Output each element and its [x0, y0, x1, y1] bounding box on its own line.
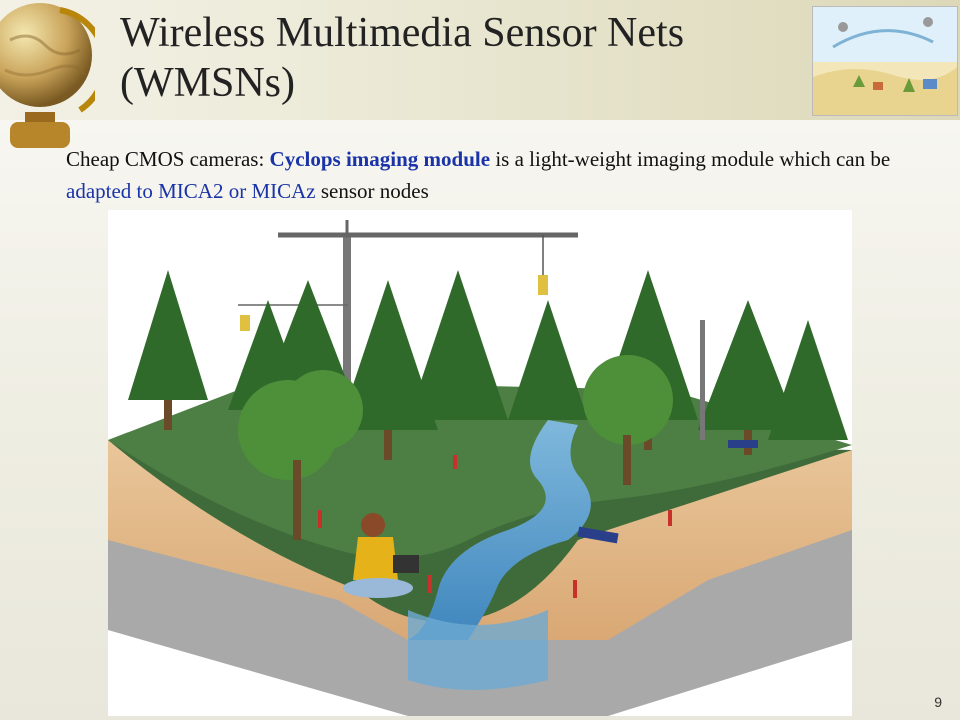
globe-icon [0, 3, 95, 148]
page-number: 9 [934, 694, 942, 710]
body-middle: is a light-weight imaging module which c… [490, 147, 891, 171]
slide-body-text: Cheap CMOS cameras: Cyclops imaging modu… [66, 143, 906, 207]
sensor-network-landscape-illustration [108, 210, 852, 716]
title-line-2: (WMSNs) [120, 60, 295, 106]
title-band [0, 0, 960, 120]
body-prefix: Cheap CMOS cameras: [66, 147, 270, 171]
body-suffix: sensor nodes [315, 179, 429, 203]
title-line-1: Wireless Multimedia Sensor Nets [120, 10, 685, 56]
mica-highlight: adapted to MICA2 or MICAz [66, 179, 316, 203]
ecosystem-diagram-thumbnail [812, 6, 958, 116]
cyclops-highlight: Cyclops imaging module [269, 147, 491, 171]
slide-title: Wireless Multimedia Sensor Nets (WMSNs) [120, 8, 800, 108]
